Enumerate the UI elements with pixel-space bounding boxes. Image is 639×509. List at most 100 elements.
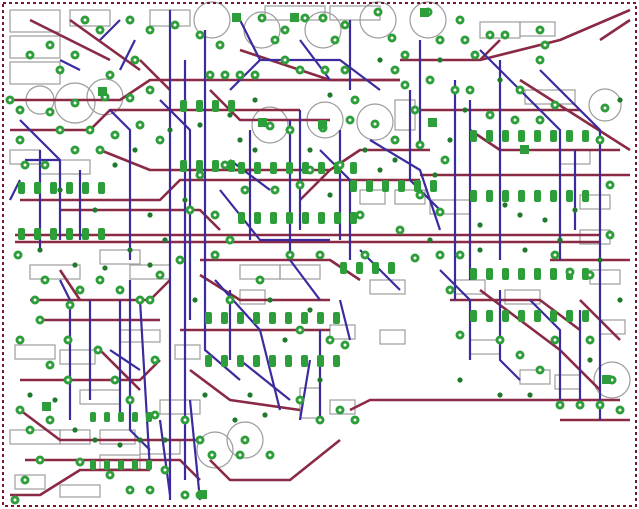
via xyxy=(527,392,533,398)
via xyxy=(147,212,153,218)
ic-pad xyxy=(333,355,340,367)
pad-drill-hole xyxy=(213,213,217,217)
pad-drill-hole xyxy=(553,338,557,342)
pad-drill-hole xyxy=(543,43,547,47)
pad-drill-hole xyxy=(318,253,322,257)
capacitor-outline xyxy=(251,106,289,144)
ic-pad xyxy=(550,190,557,202)
ic-pad xyxy=(18,228,25,240)
component-outline xyxy=(9,35,61,59)
via xyxy=(52,397,58,403)
pad-drill-hole xyxy=(228,238,232,242)
pad-drill-hole xyxy=(418,193,422,197)
ic-pad xyxy=(34,228,41,240)
via xyxy=(262,412,268,418)
square-pad xyxy=(428,118,437,127)
pad-drill-hole xyxy=(148,88,152,92)
pad-drill-hole xyxy=(73,53,77,57)
pad-drill-hole xyxy=(353,418,357,422)
ic-pad xyxy=(212,160,219,172)
pad-drill-hole xyxy=(298,398,302,402)
component-outline xyxy=(59,484,101,498)
square-pad xyxy=(42,402,51,411)
ic-pad xyxy=(534,190,541,202)
pad-drill-hole xyxy=(48,363,52,367)
bottom-trace xyxy=(99,148,260,172)
pad-drill-hole xyxy=(598,403,602,407)
ic-pad xyxy=(66,182,73,194)
pad-drill-hole xyxy=(558,403,562,407)
bottom-trace xyxy=(599,18,631,42)
capacitor-outline xyxy=(356,103,394,141)
pad-drill-hole xyxy=(458,333,462,337)
ic-pad xyxy=(196,100,203,112)
via xyxy=(162,237,168,243)
pad-drill-hole xyxy=(103,95,107,99)
pad-drill-hole xyxy=(438,253,442,257)
via xyxy=(247,392,253,398)
via xyxy=(227,112,233,118)
square-pad xyxy=(520,145,529,154)
via xyxy=(427,237,433,243)
pad-drill-hole xyxy=(183,493,187,497)
ic-pad xyxy=(470,310,477,322)
top-trace xyxy=(369,139,442,231)
component-outline xyxy=(9,61,61,85)
pad-drill-hole xyxy=(223,73,227,77)
ic-pad xyxy=(388,262,395,274)
pad-drill-hole xyxy=(393,68,397,72)
component-outline xyxy=(119,329,161,343)
pad-drill-hole xyxy=(13,498,17,502)
via xyxy=(557,237,563,243)
ic-pad xyxy=(228,100,235,112)
ic-pad xyxy=(333,312,340,324)
pad-drill-hole xyxy=(253,73,257,77)
top-trace xyxy=(59,59,81,71)
top-trace xyxy=(109,349,141,371)
ic-pad xyxy=(502,310,509,322)
square-pad xyxy=(232,13,241,22)
pad-drill-hole xyxy=(48,418,52,422)
pad-drill-hole xyxy=(273,38,277,42)
ic-pad xyxy=(534,130,541,142)
bottom-trace xyxy=(10,468,150,497)
pad-drill-hole xyxy=(243,438,247,442)
pad-drill-hole xyxy=(488,33,492,37)
top-trace xyxy=(439,269,472,360)
component-outline xyxy=(369,279,406,295)
pad-drill-hole xyxy=(173,23,177,27)
pad-drill-hole xyxy=(188,208,192,212)
component-outline xyxy=(554,374,581,390)
component-outline xyxy=(519,369,551,385)
capacitor-outline xyxy=(588,88,622,122)
pad-drill-hole xyxy=(148,28,152,32)
square-pad xyxy=(420,8,429,17)
top-trace xyxy=(539,69,602,300)
via xyxy=(437,57,443,63)
pad-drill-hole xyxy=(438,38,442,42)
ic-pad xyxy=(104,460,110,470)
pad-drill-hole xyxy=(418,143,422,147)
ic-pad xyxy=(205,355,212,367)
pad-drill-hole xyxy=(338,408,342,412)
pad-drill-hole xyxy=(198,173,202,177)
top-trace xyxy=(159,99,192,320)
pad-drill-hole xyxy=(96,348,100,352)
ic-pad xyxy=(238,212,245,224)
pad-drill-hole xyxy=(198,33,202,37)
bottom-trace xyxy=(139,59,171,91)
via xyxy=(252,147,258,153)
ic-pad xyxy=(534,268,541,280)
capacitor-outline xyxy=(193,1,231,39)
pad-drill-hole xyxy=(328,338,332,342)
bottom-trace xyxy=(230,148,430,172)
pad-drill-hole xyxy=(608,233,612,237)
via xyxy=(522,247,528,253)
ic-pad xyxy=(518,310,525,322)
pad-drill-hole xyxy=(66,338,70,342)
ic-pad xyxy=(302,212,309,224)
pad-drill-hole xyxy=(66,378,70,382)
component-outline xyxy=(159,399,201,415)
via xyxy=(392,157,398,163)
